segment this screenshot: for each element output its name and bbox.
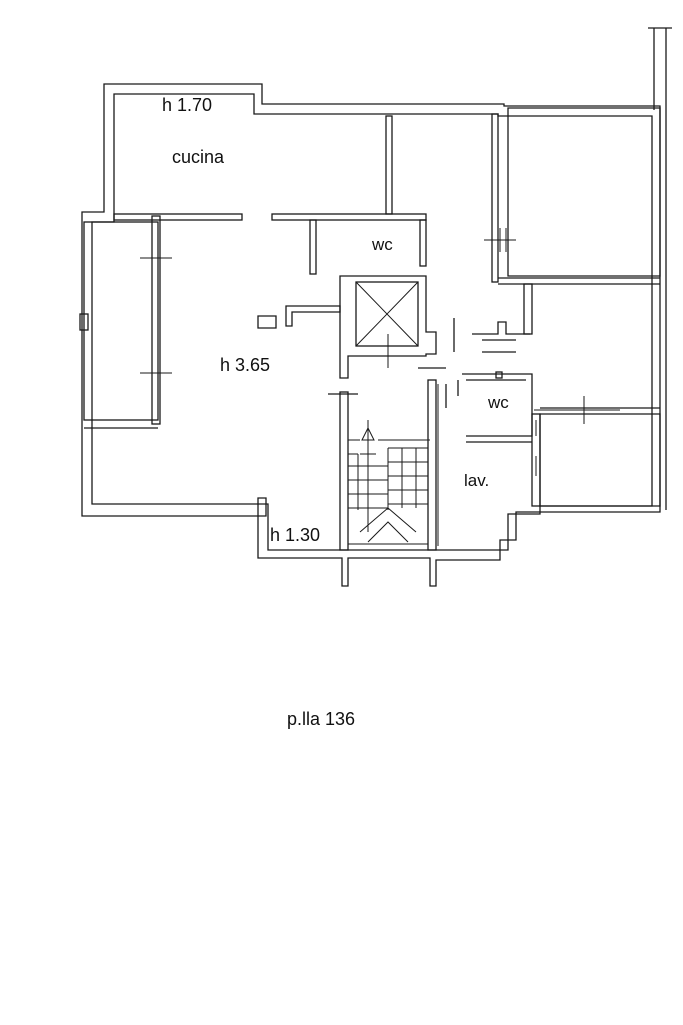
parcel-label: p.lla 136 [287, 709, 356, 729]
room-label-cucina: cucina [172, 147, 225, 167]
wc-lav-block [427, 371, 533, 551]
outer-walls [81, 83, 661, 587]
room-label-wc-top: wc [372, 235, 393, 254]
height-label-main: h 3.65 [220, 355, 271, 375]
elevator-core [257, 275, 530, 379]
stairwell [328, 391, 430, 551]
height-label-top: h 1.70 [162, 95, 213, 115]
kitchen-walls [113, 115, 427, 275]
room-label-wc-right: wc [488, 393, 509, 412]
height-label-bottom: h 1.30 [270, 525, 321, 545]
right-pipe [648, 27, 672, 510]
right-rooms [484, 107, 661, 507]
left-balcony [79, 215, 172, 429]
room-label-lav: lav. [464, 471, 490, 490]
